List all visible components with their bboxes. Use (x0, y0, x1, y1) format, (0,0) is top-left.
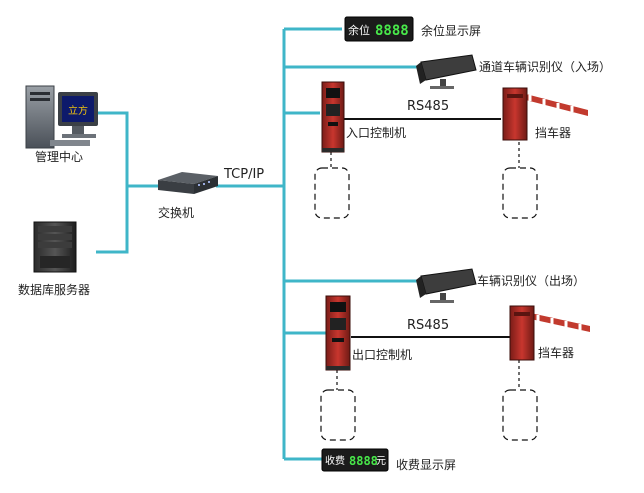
entry-controller-loop (314, 167, 350, 219)
exit-camera-label: 车辆识别仪（出场） (477, 274, 586, 288)
exit-controller-loop (320, 389, 356, 441)
network-switch-icon (158, 172, 218, 194)
entry-controller-icon (321, 81, 345, 153)
network-lines (96, 27, 425, 461)
remaining-display-digits: 8888 (375, 23, 409, 39)
remaining-display-prefix: 余位 (348, 23, 370, 37)
exit-barrier-loop (502, 389, 538, 441)
exit-controller-label: 出口控制机 (352, 348, 413, 362)
entry-barrier-label: 挡车器 (535, 126, 572, 140)
exit-rs485-label: RS485 (407, 318, 450, 333)
server-tower-icon (33, 221, 77, 273)
entry-camera-label: 通道车辆识别仪（入场） (479, 60, 612, 74)
fee-display-digits: 8888 (349, 454, 378, 468)
led-display-icon (344, 16, 414, 42)
switch-label: 交换机 (158, 206, 195, 220)
exit-barrier-icon (509, 305, 590, 361)
desktop-computer-icon (25, 85, 98, 149)
fee-display-prefix: 收费 (325, 454, 345, 467)
mgmt-screen-text: 立方 (68, 104, 88, 117)
vehicle-loops (314, 167, 538, 441)
fee-display-suffix: 元 (376, 456, 386, 467)
line-mgmt (96, 111, 129, 254)
exit-controller-icon (325, 295, 351, 371)
entry-barrier-icon (502, 87, 588, 141)
fee-display-label: 收费显示屏 (396, 458, 457, 472)
entry-barrier-loop (502, 167, 538, 219)
exit-barrier-label: 挡车器 (538, 346, 575, 360)
entry-controller-label: 入口控制机 (346, 126, 407, 140)
exit-camera-icon (416, 268, 477, 303)
entry-rs485-label: RS485 (407, 99, 450, 114)
tcpip-label: TCP/IP (224, 167, 265, 182)
remaining-display-label: 余位显示屏 (421, 24, 482, 38)
database-server-label: 数据库服务器 (18, 283, 91, 297)
fee-display-icon (321, 448, 389, 472)
entry-camera-icon (416, 54, 477, 89)
mgmt-center-label: 管理中心 (35, 150, 84, 164)
